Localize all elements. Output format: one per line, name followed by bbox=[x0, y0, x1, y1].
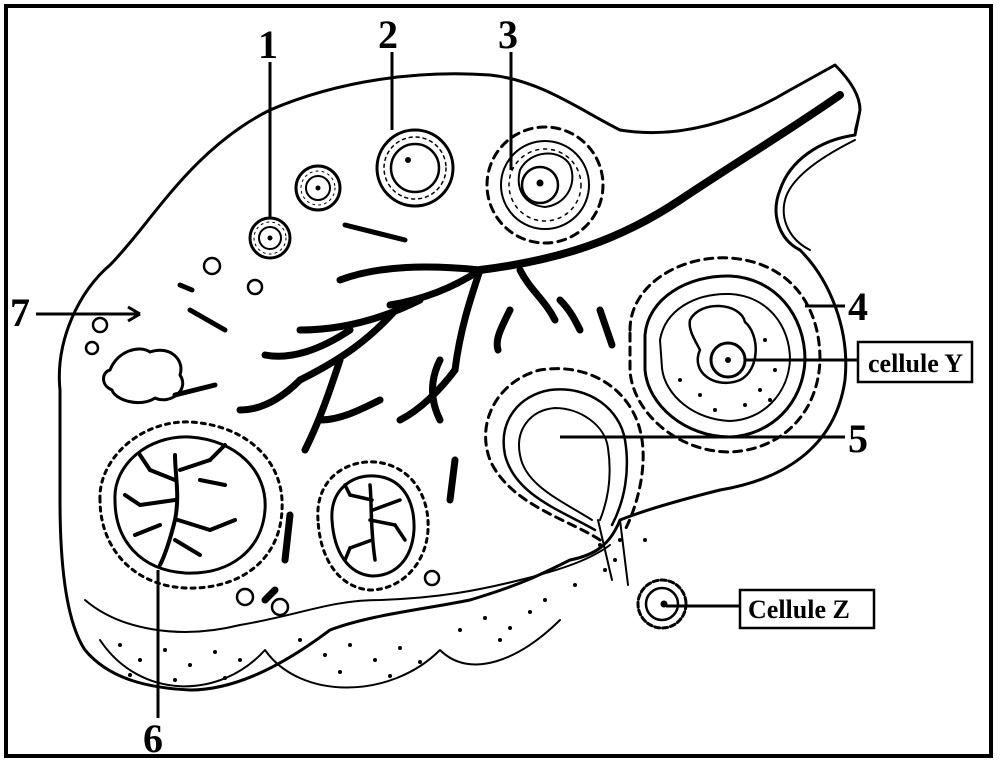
corpus-luteum-2 bbox=[318, 462, 428, 590]
label-1: 1 bbox=[258, 22, 278, 218]
follicle-2 bbox=[377, 130, 453, 206]
follicle-4 bbox=[630, 258, 820, 452]
cellule-y-text: cellule Y bbox=[868, 349, 963, 378]
follicle-3 bbox=[487, 127, 603, 243]
follicle-small bbox=[296, 166, 340, 210]
label-cellule-z: Cellule Z bbox=[666, 590, 874, 628]
cellule-z-text: Cellule Z bbox=[748, 595, 850, 624]
label-5-text: 5 bbox=[848, 416, 868, 461]
follicle-6-corpus-luteum bbox=[100, 422, 282, 588]
label-6-text: 6 bbox=[143, 716, 163, 761]
blood-vessels bbox=[240, 267, 612, 600]
label-2: 2 bbox=[378, 12, 398, 130]
label-2-text: 2 bbox=[378, 12, 398, 57]
stroma-dashes bbox=[175, 225, 405, 395]
label-5: 5 bbox=[560, 416, 868, 461]
ligament-band bbox=[480, 95, 840, 270]
cellule-z-oocyte bbox=[638, 580, 686, 628]
label-3-text: 3 bbox=[498, 12, 518, 57]
label-1-text: 1 bbox=[258, 22, 278, 67]
label-6: 6 bbox=[143, 570, 163, 761]
follicle-1 bbox=[250, 218, 290, 258]
follicle-5 bbox=[486, 369, 647, 585]
label-7-text: 7 bbox=[10, 290, 30, 335]
corpus-albicans bbox=[104, 349, 183, 403]
label-cellule-y: cellule Y bbox=[745, 342, 972, 382]
ligament-inner bbox=[784, 140, 855, 250]
label-4-text: 4 bbox=[848, 284, 868, 329]
label-7: 7 bbox=[10, 290, 140, 335]
